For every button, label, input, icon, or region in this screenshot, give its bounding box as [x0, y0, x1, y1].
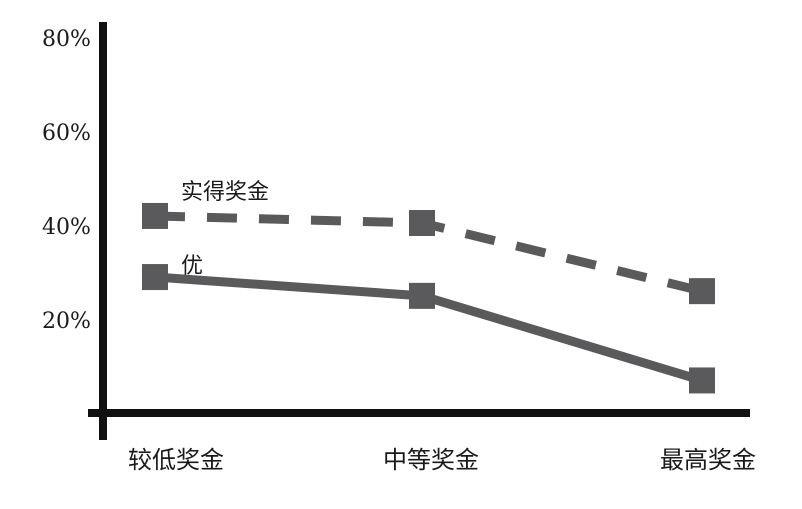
marker-excellent-0	[142, 264, 168, 291]
y-tick-label-40: 40%	[42, 215, 91, 240]
series-layer	[142, 202, 715, 394]
x-tick-label-top-bonus: 最高奖金	[660, 446, 756, 474]
y-tick-label-20: 20%	[42, 309, 91, 334]
marker-actual-bonus-2	[689, 278, 715, 305]
series-label-excellent: 优	[181, 254, 203, 279]
y-tick-label-60: 60%	[42, 121, 91, 146]
marker-excellent-1	[409, 282, 435, 309]
y-tick-label-80: 80%	[42, 27, 91, 52]
marker-actual-bonus-0	[142, 202, 168, 229]
x-tick-label-mid-bonus: 中等奖金	[383, 446, 479, 474]
series-label-actual-bonus: 实得奖金	[181, 180, 269, 205]
marker-excellent-2	[689, 367, 715, 394]
x-tick-label-low-bonus: 较低奖金	[128, 446, 224, 474]
marker-actual-bonus-1	[409, 210, 435, 236]
